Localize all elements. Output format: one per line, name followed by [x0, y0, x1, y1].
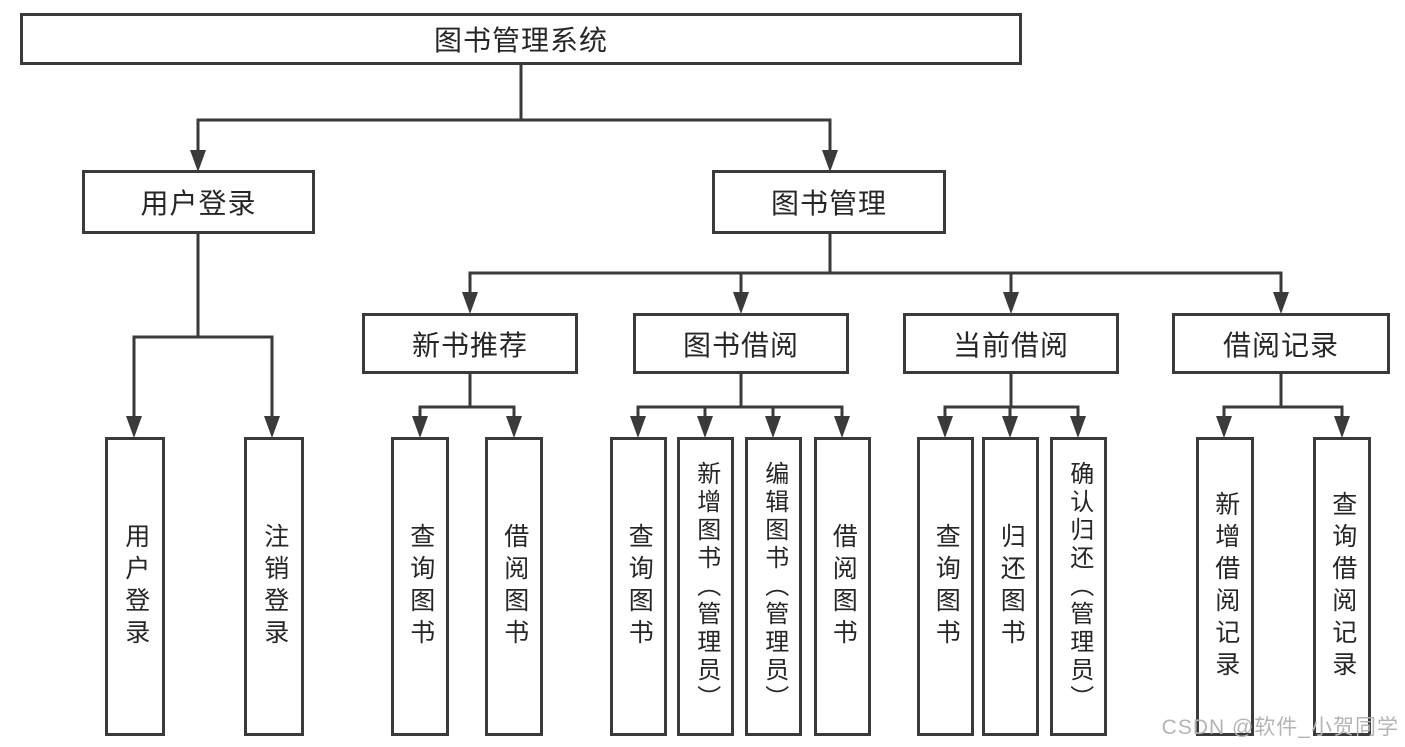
leaf-confirm-return-admin: 确认归还（管理员）: [1050, 437, 1107, 736]
leaf-query-books-borrow-label: 查询图书: [625, 522, 654, 651]
leaf-add-borrow-record-label: 新增借阅记录: [1211, 490, 1240, 683]
leaf-borrow-books-recommend: 借阅图书: [485, 437, 543, 736]
leaf-return-book-label: 归还图书: [997, 522, 1026, 651]
leaf-query-books-current-label: 查询图书: [932, 522, 961, 651]
leaf-return-book: 归还图书: [982, 437, 1039, 736]
node-current-borrow: 当前借阅: [903, 313, 1119, 374]
leaf-query-books-current: 查询图书: [917, 437, 974, 736]
leaf-user-login-label: 用户登录: [121, 522, 150, 651]
leaf-add-book-admin: 新增图书（管理员）: [677, 437, 734, 736]
node-book-management: 图书管理: [712, 170, 946, 234]
node-new-book-recommend-label: 新书推荐: [411, 329, 528, 361]
leaf-query-borrow-record: 查询借阅记录: [1313, 437, 1371, 736]
leaf-query-books-recommend: 查询图书: [391, 437, 449, 736]
leaf-logout-label: 注销登录: [260, 522, 289, 651]
leaf-edit-book-admin-label: 编辑图书（管理员）: [760, 460, 788, 713]
node-new-book-recommend: 新书推荐: [362, 313, 578, 374]
node-book-borrow: 图书借阅: [633, 313, 849, 374]
node-user-login: 用户登录: [82, 170, 315, 234]
node-current-borrow-label: 当前借阅: [952, 329, 1069, 361]
leaf-logout: 注销登录: [244, 437, 304, 736]
csdn-watermark: CSDN @软件_小贺同学: [1161, 716, 1399, 739]
node-root-system: 图书管理系统: [20, 13, 1022, 65]
leaf-query-borrow-record-label: 查询借阅记录: [1328, 490, 1357, 683]
leaf-query-books-borrow: 查询图书: [610, 437, 667, 736]
node-user-login-label: 用户登录: [140, 188, 257, 219]
node-borrow-records: 借阅记录: [1172, 313, 1390, 374]
leaf-edit-book-admin: 编辑图书（管理员）: [745, 437, 802, 736]
leaf-query-books-recommend-label: 查询图书: [406, 522, 435, 651]
leaf-confirm-return-admin-label: 确认归还（管理员）: [1065, 460, 1093, 713]
node-book-management-label: 图书管理: [770, 188, 887, 219]
leaf-user-login: 用户登录: [105, 437, 165, 736]
node-borrow-records-label: 借阅记录: [1222, 329, 1339, 361]
node-root-system-label: 图书管理系统: [433, 25, 608, 56]
leaf-add-borrow-record: 新增借阅记录: [1196, 437, 1254, 736]
leaf-borrow-books-label: 借阅图书: [829, 522, 858, 651]
node-book-borrow-label: 图书借阅: [682, 329, 799, 361]
leaf-borrow-books-recommend-label: 借阅图书: [500, 522, 529, 651]
leaf-borrow-books: 借阅图书: [814, 437, 871, 736]
leaf-add-book-admin-label: 新增图书（管理员）: [692, 460, 720, 713]
